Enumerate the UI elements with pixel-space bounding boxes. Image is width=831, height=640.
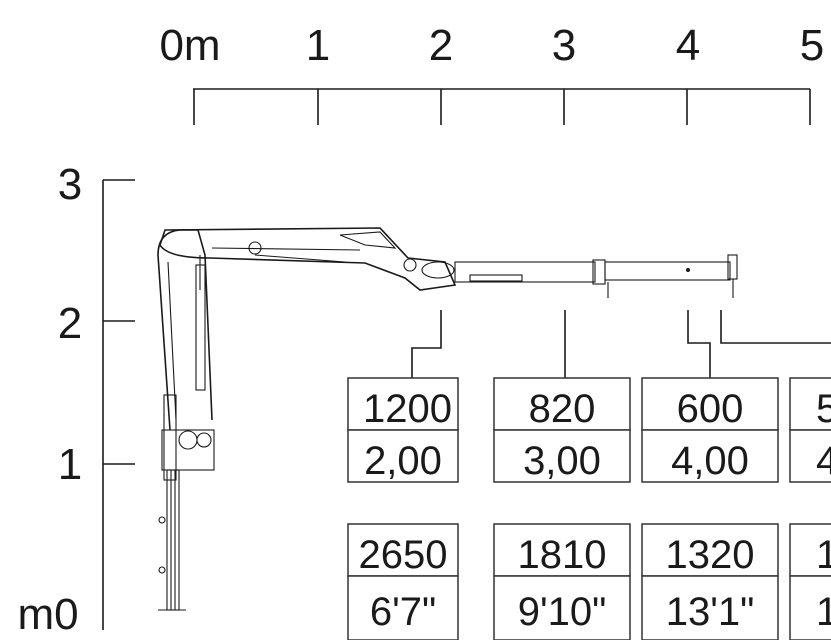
col-2-reach-ft: 9'10"	[518, 590, 607, 634]
col-3-load-lb: 1320	[666, 533, 755, 577]
h-tick-label-3: 3	[552, 21, 576, 70]
v-tick-label-3: 3	[58, 160, 82, 209]
crane-knuckle	[421, 261, 455, 279]
cell-reach-m	[641, 429, 779, 483]
col-3-reach-m: 4,00	[671, 439, 749, 483]
col-1-load-lb: 2650	[359, 533, 448, 577]
col-4-load-kg: 5	[816, 387, 831, 431]
h-tick-label-4: 4	[676, 21, 700, 70]
cell-reach-ft	[493, 575, 631, 640]
capacity-table: 1200 2,00 2650 6'7" 820 3,00 1810 9'10" …	[347, 377, 831, 640]
cell-reach-ft	[641, 575, 779, 640]
vertical-scale: 3 2 1 m0	[17, 160, 135, 639]
cell-load-lb	[789, 523, 831, 577]
leader-line-col-4	[720, 310, 831, 344]
leader-line-col-3	[687, 310, 711, 378]
crane-column-inner	[167, 261, 177, 421]
crane-pin	[403, 258, 417, 272]
crane-tip-head	[727, 254, 738, 280]
crane-boom-line	[211, 247, 361, 251]
crane-tip-marker	[686, 268, 690, 272]
crane-slew-gear	[178, 430, 198, 450]
cell-reach-ft	[347, 575, 459, 640]
cell-reach-m	[789, 429, 831, 483]
cell-load-kg	[789, 377, 831, 431]
col-2-load-lb: 1810	[518, 533, 607, 577]
crane-illustration	[157, 227, 738, 611]
h-tick-label-1: 1	[306, 21, 330, 70]
col-1-reach-ft: 6'7"	[370, 590, 436, 634]
col-3-reach-ft: 13'1"	[666, 590, 755, 634]
col-2-reach-m: 3,00	[523, 439, 601, 483]
crane-turret	[161, 429, 215, 471]
crane-leg	[166, 469, 180, 611]
crane-boom-label-plate	[469, 274, 523, 282]
h-tick-label-2: 2	[429, 21, 453, 70]
cell-reach-ft	[789, 575, 831, 640]
crane-extension-boom	[454, 261, 596, 283]
h-tick-label-0: 0m	[159, 21, 220, 70]
v-tick-label-2: 2	[58, 299, 82, 348]
crane-main-boom	[159, 227, 457, 291]
horizontal-scale: 0m 1 2 3 4 5	[159, 21, 824, 125]
crane-pin	[248, 241, 262, 255]
crane-column	[157, 229, 213, 431]
h-tick-label-5: 5	[800, 21, 824, 70]
cell-reach-m	[493, 429, 631, 483]
col-4-reach-m: 4	[816, 439, 831, 483]
cell-reach-m	[347, 429, 459, 483]
cell-load-kg	[641, 377, 779, 431]
col-2-load-kg: 820	[529, 387, 596, 431]
v-tick-label-1: 1	[58, 440, 82, 489]
col-3-load-kg: 600	[677, 387, 744, 431]
leader-line-col-1	[411, 310, 442, 378]
col-1-reach-m: 2,00	[364, 439, 442, 483]
crane-base-post	[163, 394, 177, 481]
crane-boom-cylinder	[254, 254, 346, 263]
col-4-load-lb: 1	[816, 533, 831, 577]
col-1-load-kg: 1200	[363, 387, 452, 431]
crane-slew-gear	[196, 432, 212, 448]
crane-boom-bracket	[339, 231, 397, 249]
crane-bolt	[158, 566, 166, 574]
crane-bolt	[158, 516, 166, 524]
crane-tip-boom	[604, 261, 731, 281]
col-4-reach-ft: 1	[816, 590, 831, 634]
leader-lines	[411, 310, 831, 378]
cell-load-kg	[347, 377, 459, 431]
cell-load-lb	[641, 523, 779, 577]
v-tick-label-0: m0	[17, 590, 78, 639]
